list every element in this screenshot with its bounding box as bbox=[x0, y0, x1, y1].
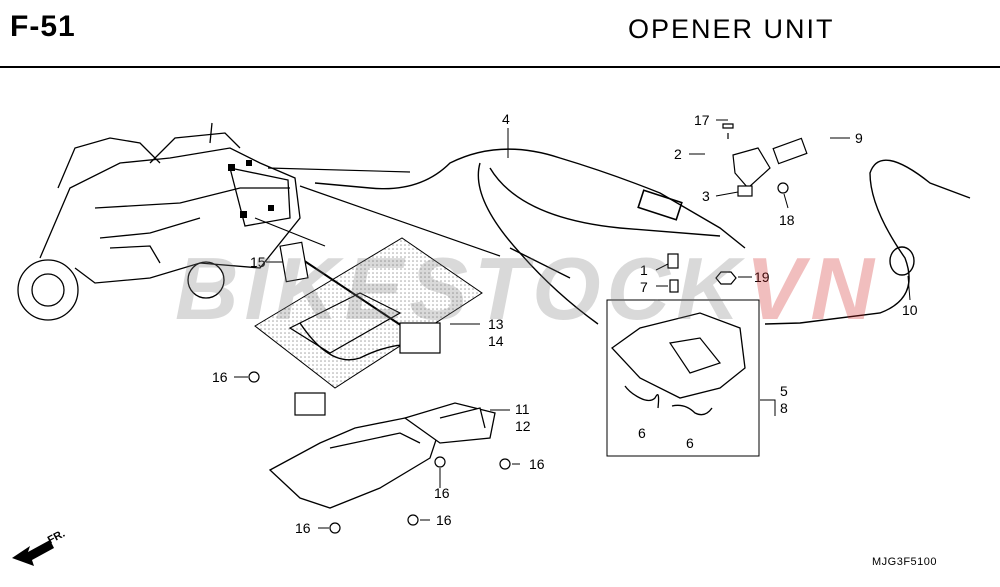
callout-16-e: 16 bbox=[295, 520, 311, 536]
callout-13: 13 bbox=[488, 316, 504, 332]
front-direction-label: FR. bbox=[46, 528, 67, 547]
callout-5: 5 bbox=[780, 383, 788, 399]
bike-leader-lines bbox=[254, 167, 501, 257]
callout-4: 4 bbox=[502, 111, 510, 127]
callout-numbers: 4 17 2 3 9 18 1 7 19 10 5 8 6 6 13 14 15… bbox=[212, 111, 918, 536]
callout-1: 1 bbox=[640, 262, 648, 278]
callout-6-left: 6 bbox=[638, 425, 646, 441]
callout-7: 7 bbox=[640, 279, 648, 295]
callout-15: 15 bbox=[250, 254, 266, 270]
opener-cables bbox=[314, 148, 746, 325]
motorcycle-illustration bbox=[17, 122, 301, 321]
release-cable bbox=[764, 159, 971, 325]
callout-10: 10 bbox=[902, 302, 918, 318]
callout-leader-lines bbox=[234, 119, 911, 529]
callout-6-right: 6 bbox=[686, 435, 694, 451]
callout-12: 12 bbox=[515, 418, 531, 434]
small-hardware bbox=[248, 123, 808, 534]
callout-11: 11 bbox=[515, 401, 530, 417]
bike-mount-points bbox=[228, 160, 274, 218]
watermark: BIKESTOCKVN bbox=[175, 239, 880, 338]
callout-16-a: 16 bbox=[212, 369, 228, 385]
diagram-reference-code: MJG3F5100 bbox=[872, 556, 938, 568]
header-divider bbox=[0, 66, 1000, 68]
bracket-assembly-box bbox=[254, 237, 483, 416]
callout-19: 19 bbox=[754, 269, 770, 285]
callout-2: 2 bbox=[674, 146, 682, 162]
front-direction-arrow: FR. bbox=[12, 528, 67, 566]
page-title: OPENER UNIT bbox=[628, 14, 835, 44]
opener-unit-box bbox=[606, 299, 760, 457]
callout-16-d: 16 bbox=[436, 512, 452, 528]
callout-18: 18 bbox=[779, 212, 795, 228]
callout-8: 8 bbox=[780, 400, 788, 416]
lower-cover-parts bbox=[268, 402, 496, 509]
callout-17: 17 bbox=[694, 112, 710, 128]
diagram-code: F-51 bbox=[10, 10, 76, 43]
exploded-parts-diagram: 4 17 2 3 9 18 1 7 19 10 5 8 6 6 13 14 15… bbox=[12, 111, 971, 566]
callout-16-b: 16 bbox=[529, 456, 545, 472]
callout-3: 3 bbox=[702, 188, 710, 204]
callout-16-c: 16 bbox=[434, 485, 450, 501]
callout-9: 9 bbox=[855, 130, 863, 146]
callout-14: 14 bbox=[488, 333, 504, 349]
